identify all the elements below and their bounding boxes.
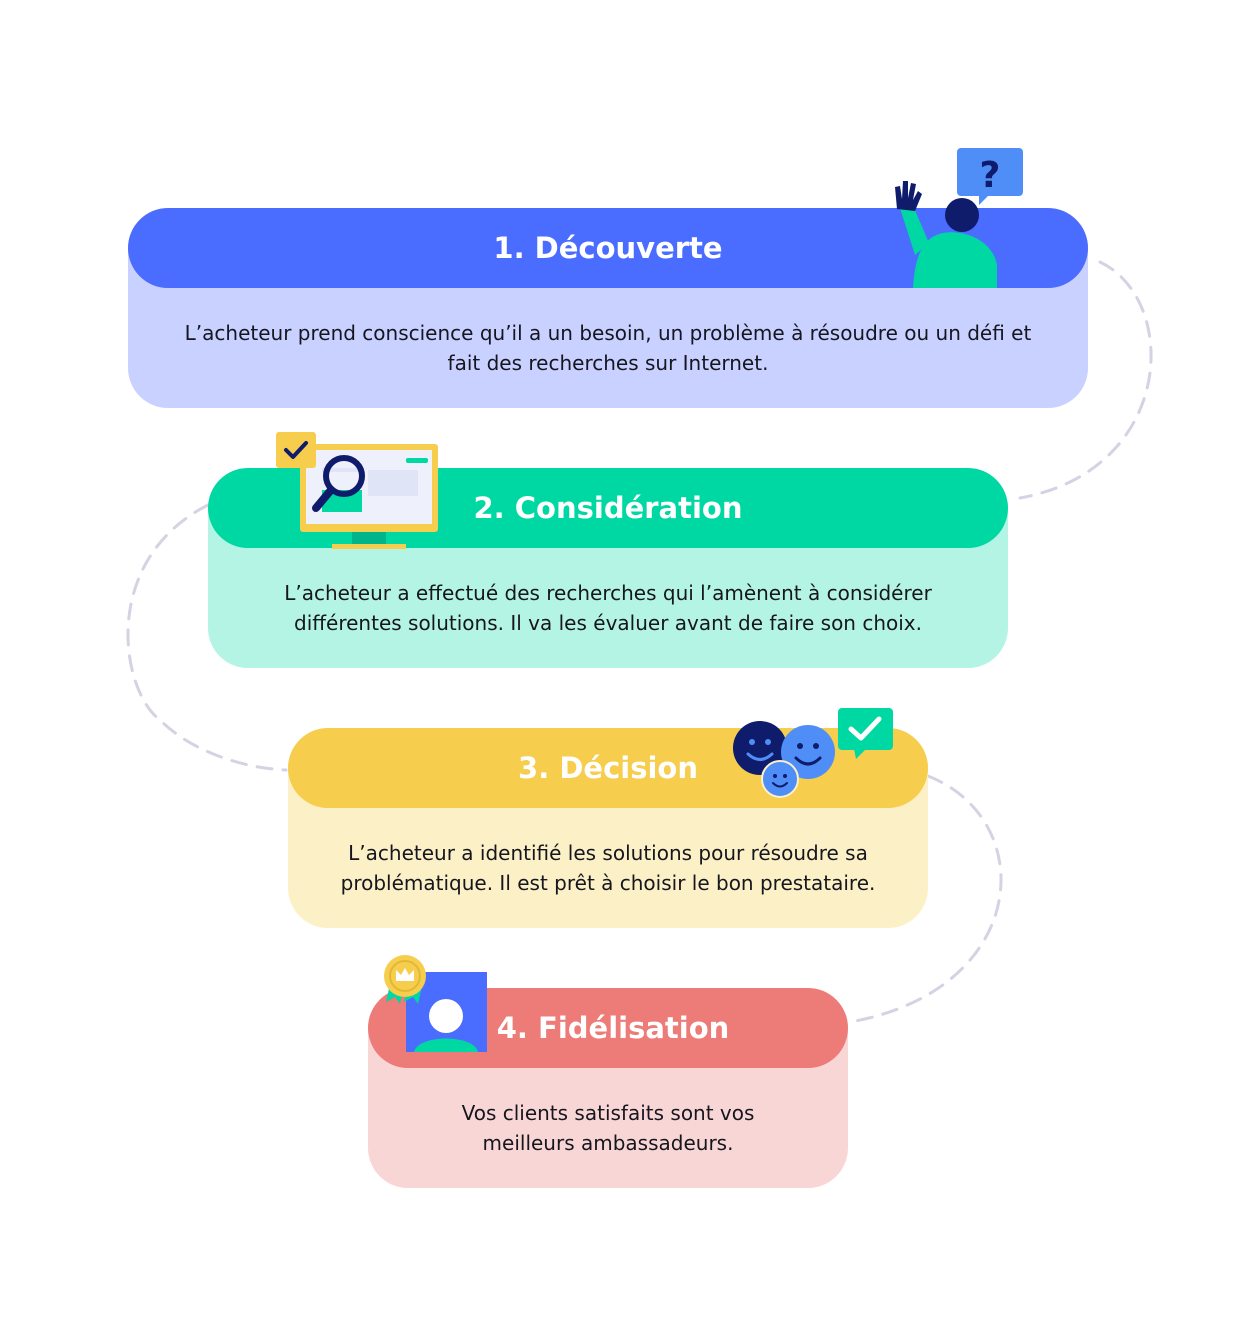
step-decision-title: 3. Décision bbox=[518, 751, 698, 785]
step-discovery-line-2: fait des recherches sur Internet. bbox=[447, 351, 769, 375]
step-discovery: 1. Découverte L’acheteur prend conscienc… bbox=[128, 208, 1088, 408]
step-decision-line-1: L’acheteur a identifié les solutions pou… bbox=[348, 841, 868, 865]
step-decision-description: L’acheteur a identifié les solutions pou… bbox=[288, 838, 928, 898]
svg-text:?: ? bbox=[980, 155, 1001, 196]
step-consideration-line-2: différentes solutions. Il va les évaluer… bbox=[294, 611, 922, 635]
step-loyalty-line-2: meilleurs ambassadeurs. bbox=[482, 1131, 734, 1155]
step-discovery-line-1: L’acheteur prend conscience qu’il a un b… bbox=[184, 321, 1032, 345]
user-badge-crown-icon bbox=[384, 955, 487, 1052]
person-waving-question-icon: ? bbox=[895, 148, 1023, 288]
step-consideration-line-1: L’acheteur a effectué des recherches qui… bbox=[284, 581, 932, 605]
connector-step2-to-step3 bbox=[126, 503, 288, 772]
step-loyalty-line-1: Vos clients satisfaits sont vos bbox=[461, 1101, 755, 1125]
step-consideration-description: L’acheteur a effectué des recherches qui… bbox=[208, 578, 1008, 638]
step-loyalty-title: 4. Fidélisation bbox=[496, 1011, 730, 1045]
step-discovery-description: L’acheteur prend conscience qu’il a un b… bbox=[128, 318, 1088, 378]
connector-step3-to-step4 bbox=[848, 774, 1003, 1024]
monitor-search-icon bbox=[276, 432, 438, 549]
connector-step1-to-step2 bbox=[1018, 260, 1153, 500]
step-decision-line-2: problématique. Il est prêt à choisir le … bbox=[340, 871, 876, 895]
step-consideration-title: 2. Considération bbox=[473, 491, 743, 525]
smiley-faces-check-icon bbox=[733, 708, 893, 798]
step-discovery-title: 1. Découverte bbox=[493, 231, 723, 265]
step-loyalty-description: Vos clients satisfaits sont vos meilleur… bbox=[368, 1098, 848, 1158]
